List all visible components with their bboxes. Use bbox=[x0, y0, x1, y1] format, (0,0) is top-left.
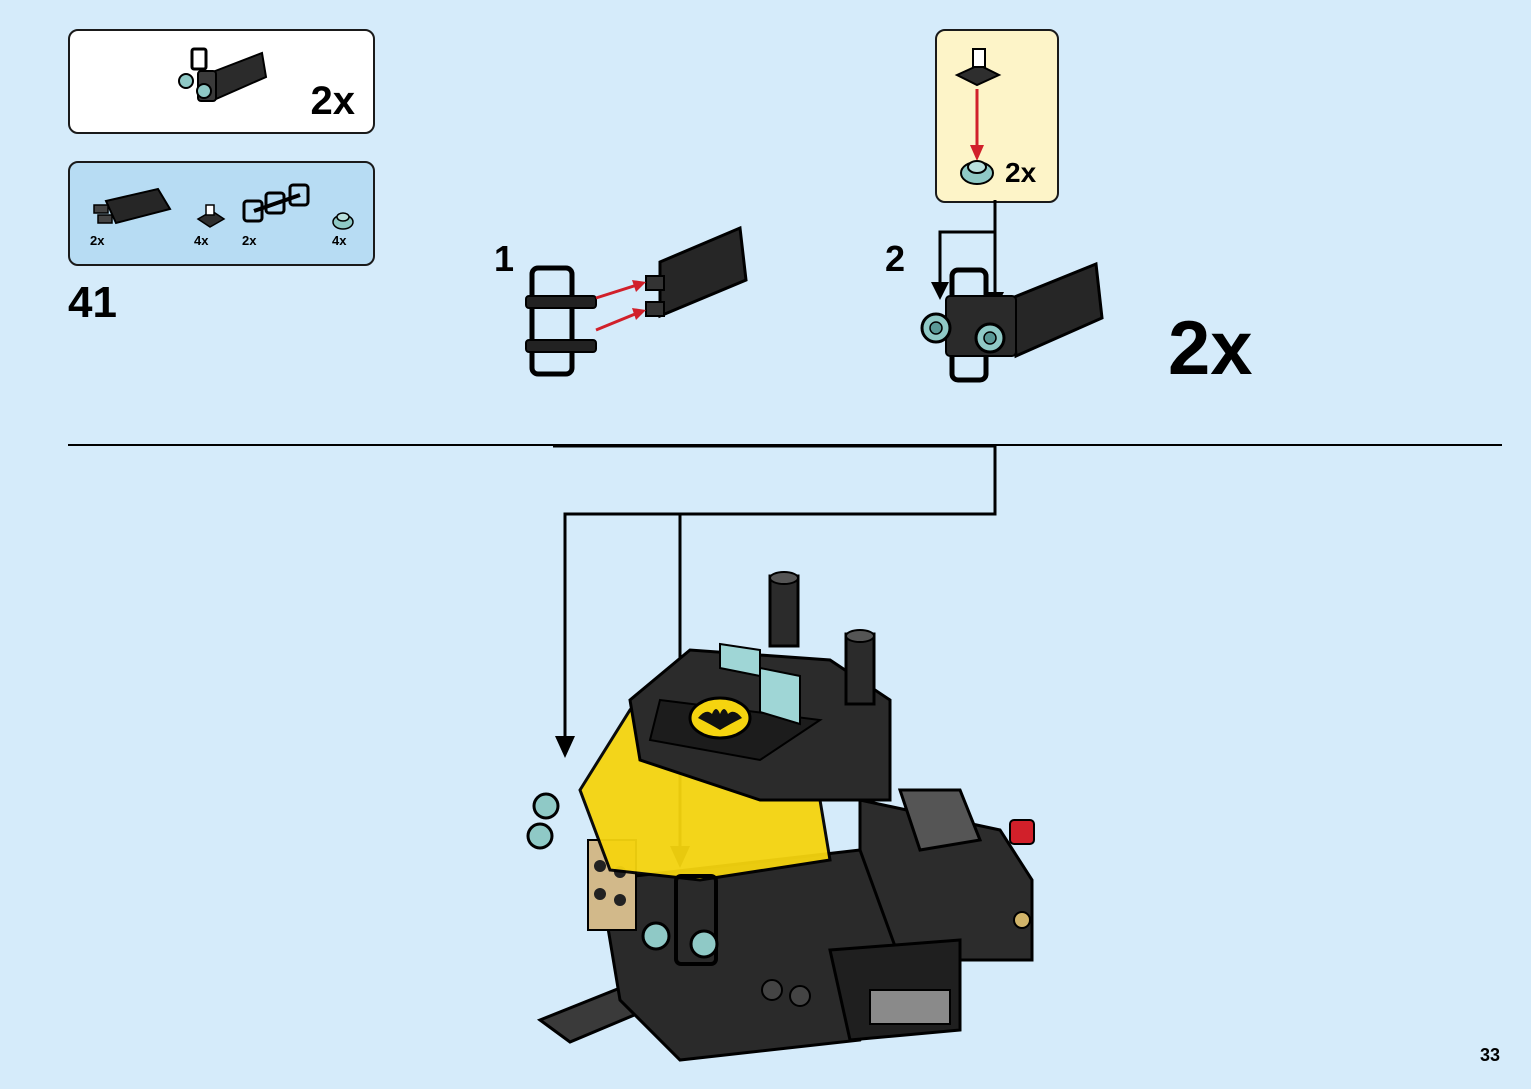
tile-with-clips-part bbox=[1010, 261, 1104, 359]
submodel-thumbnail-icon bbox=[178, 47, 268, 102]
substep-number: 1 bbox=[494, 238, 515, 279]
connector-line bbox=[553, 444, 997, 742]
round-plate-icon bbox=[960, 160, 994, 185]
callout-box: 2x bbox=[935, 29, 1059, 203]
plate-with-clip-icon bbox=[954, 48, 1002, 87]
tile-with-clips-part bbox=[658, 225, 748, 319]
parts-list: 2x 4x 2x 4x bbox=[68, 161, 375, 266]
plate-with-clip-icon bbox=[196, 204, 226, 228]
part-count: 4x bbox=[194, 233, 209, 248]
step-number: 41 bbox=[68, 278, 117, 327]
page-number: 33 bbox=[1480, 1045, 1501, 1065]
bar-holder-part bbox=[529, 265, 575, 377]
step-divider bbox=[68, 444, 1502, 446]
bar-holder-part bbox=[949, 267, 989, 383]
red-arrow-icon bbox=[970, 89, 984, 161]
submodel-multiplier: 2x bbox=[1168, 306, 1253, 391]
bat-logo-icon bbox=[688, 696, 752, 740]
submodel-multiplier: 2x bbox=[310, 79, 356, 123]
part-count: 2x bbox=[242, 233, 257, 248]
part-count: 2x bbox=[90, 233, 105, 248]
double-bar-holder-icon bbox=[242, 183, 310, 223]
substep-number: 2 bbox=[885, 238, 906, 279]
round-plate-part bbox=[974, 322, 1006, 354]
round-plate-icon bbox=[332, 212, 354, 230]
tile-with-clips-icon bbox=[93, 187, 172, 225]
part-count: 4x bbox=[332, 233, 347, 248]
round-plate-part bbox=[920, 312, 952, 344]
submodel-box: 2x bbox=[68, 29, 375, 134]
callout-multiplier: 2x bbox=[1005, 157, 1037, 188]
